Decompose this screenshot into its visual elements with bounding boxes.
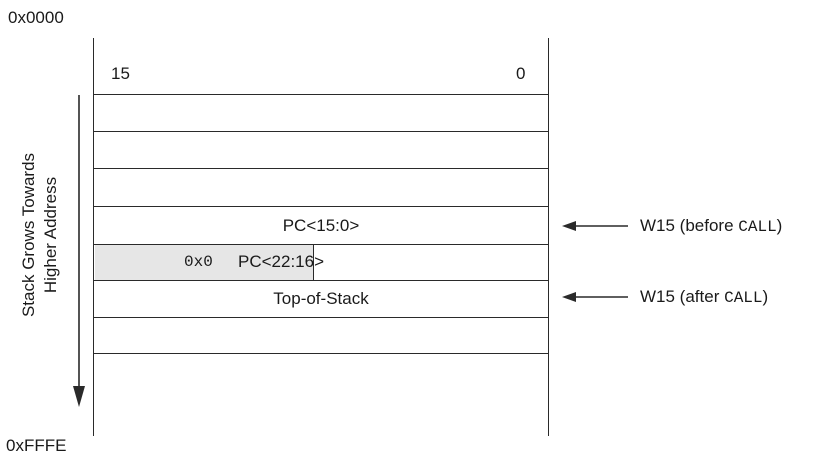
address-top-label: 0x0000	[8, 8, 64, 27]
w15-before-arrow	[562, 221, 628, 231]
stack-row-top-of-stack: Top-of-Stack	[94, 281, 548, 317]
pc-high-split-line	[313, 245, 315, 280]
w15-after-close: )	[762, 287, 769, 306]
w15-before-reg: W15 (before	[640, 216, 739, 235]
w15-before-close: )	[776, 216, 783, 235]
stack-row-empty-3	[94, 169, 548, 206]
w15-after-label: W15 (after CALL)	[640, 287, 768, 308]
address-bottom-label: 0xFFFE	[6, 436, 67, 455]
memory-right-boundary	[548, 38, 550, 436]
pc-high-prefix: 0x0	[184, 253, 213, 271]
w15-before-label: W15 (before CALL)	[640, 216, 782, 237]
row-divider	[94, 168, 548, 170]
row-divider	[94, 280, 548, 282]
w15-after-reg: W15 (after	[640, 287, 725, 306]
top-of-stack-label: Top-of-Stack	[273, 289, 369, 308]
row-divider	[94, 131, 548, 133]
stack-growth-line2: Higher Address	[41, 176, 60, 294]
stack-row-empty-1	[94, 95, 548, 131]
row-divider	[94, 317, 548, 319]
bit-0-label: 0	[516, 64, 526, 83]
stack-row-pc-high-shaded	[95, 245, 313, 280]
stack-row-empty-2	[94, 132, 548, 168]
w15-before-instr: CALL	[738, 218, 777, 236]
stack-row-pc-low: PC<15:0>	[94, 207, 548, 244]
bit-15-label: 15	[111, 64, 130, 83]
row-divider	[94, 94, 548, 96]
pc-high-label: PC<22:16>	[238, 252, 325, 271]
w15-after-instr: CALL	[724, 289, 763, 307]
row-divider	[94, 206, 548, 208]
w15-after-arrow	[562, 292, 628, 302]
row-divider	[94, 353, 548, 355]
pc-low-label: PC<15:0>	[282, 215, 360, 235]
stack-growth-arrow	[73, 95, 85, 407]
stack-growth-line1: Stack Grows Towards	[19, 152, 38, 318]
stack-growth-label: Stack Grows Towards Higher Address	[18, 153, 62, 317]
row-divider	[94, 244, 548, 246]
stack-row-empty-4	[94, 318, 548, 353]
memory-left-boundary	[93, 38, 95, 436]
